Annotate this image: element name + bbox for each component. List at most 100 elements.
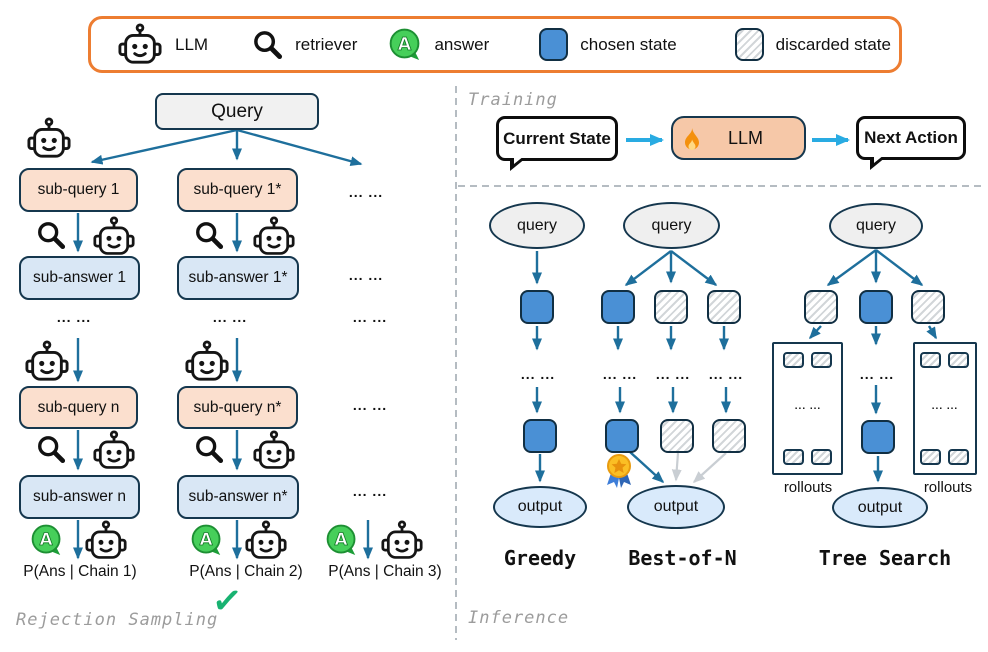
robot-icon (26, 117, 72, 161)
tree-dots: ... ... (859, 366, 895, 382)
sub-answer-n-node: sub-answer n (19, 475, 140, 519)
best-discarded-state (707, 290, 741, 324)
robot-icon (92, 216, 136, 258)
rollout-discarded-state (948, 449, 969, 465)
legend-box: LLM retriever answer chosen state discar… (88, 16, 902, 73)
legend-label-chosen: chosen state (580, 34, 677, 54)
sub-query-1s-node: sub-query 1* (177, 168, 298, 212)
training-llm-text: LLM (727, 127, 763, 148)
best-dots: ... ... (708, 366, 744, 382)
current-state-bubble: Current State (496, 116, 618, 171)
rejection-arrows (73, 128, 373, 560)
prob-chain-1: P(Ans | Chain 1) (23, 563, 137, 580)
rollout-discarded-state (811, 449, 832, 465)
robot-icon (252, 430, 296, 472)
magnifier-icon (194, 220, 224, 250)
magnifier-icon (36, 434, 66, 464)
medal-icon (604, 453, 634, 489)
legend-label-answer: answer (434, 34, 490, 54)
robot-icon (244, 520, 288, 562)
rollouts-label-left: rollouts (783, 479, 833, 496)
sub-query-ns-node: sub-query n* (177, 386, 298, 429)
robot-icon (252, 216, 296, 258)
section-dividers (455, 86, 986, 640)
best-output-ellipse: output (627, 485, 725, 529)
magnifier-icon (194, 434, 224, 464)
rollout-discarded-state (783, 449, 804, 465)
legend-item-retriever: retriever (252, 29, 357, 60)
tree-search-label: Tree Search (818, 546, 952, 570)
greedy-output-ellipse: output (493, 486, 587, 528)
best-chosen-state (605, 419, 639, 453)
greedy-label: Greedy (503, 546, 577, 570)
legend-item-discarded: discarded state (734, 28, 891, 61)
best-of-n-label: Best-of-N (628, 546, 737, 570)
query-node: Query (155, 93, 319, 130)
robot-icon (184, 340, 230, 384)
fire-icon (682, 127, 702, 153)
rollout-discarded-state (948, 352, 969, 368)
greedy-query-ellipse: query (489, 202, 585, 249)
sub-query-1-node: sub-query 1 (19, 168, 138, 212)
best-discarded-state (654, 290, 688, 324)
best-dots: ... ... (602, 366, 638, 382)
sub-answer-ns-node: sub-answer n* (177, 475, 299, 519)
llm-robot-icon (117, 23, 163, 67)
rollout-dots: ... ... (794, 401, 822, 412)
chain3-dots: ... ... (348, 184, 384, 200)
tree-output-ellipse: output (832, 487, 928, 528)
rollout-discarded-state (920, 352, 941, 368)
best-query-ellipse: query (623, 202, 720, 249)
robot-icon (92, 430, 136, 472)
greedy-chosen-state (520, 290, 554, 324)
sub-answer-1-node: sub-answer 1 (19, 256, 140, 300)
best-dots: ... ... (655, 366, 691, 382)
prob-chain-3: P(Ans | Chain 3) (328, 563, 442, 580)
rollout-discarded-state (920, 449, 941, 465)
best-of-n-discarded-arrows (671, 452, 727, 484)
answer-icon (191, 524, 223, 556)
best-discarded-state (660, 419, 694, 453)
legend-label-retriever: retriever (295, 34, 358, 54)
current-state-text: Current State (503, 128, 611, 148)
robot-icon (24, 340, 70, 384)
next-action-bubble: Next Action (856, 116, 966, 170)
rollouts-label-right: rollouts (923, 479, 973, 496)
rollout-dots: ... ... (931, 401, 959, 412)
retriever-magnifier-icon (252, 29, 283, 60)
legend-item-llm: LLM (117, 23, 208, 67)
inference-label: Inference (468, 608, 570, 628)
robot-icon (84, 520, 128, 562)
chain1-dots: ... ... (56, 309, 92, 325)
next-action-text: Next Action (864, 128, 958, 147)
tree-search-arrows (808, 249, 938, 483)
chosen-state-swatch (539, 28, 569, 61)
rejection-sampling-label: Rejection Sampling (16, 610, 219, 630)
chain3-dots: ... ... (352, 309, 388, 325)
sub-query-n-node: sub-query n (19, 386, 138, 429)
chain3-dots: ... ... (348, 267, 384, 283)
tree-query-ellipse: query (829, 203, 923, 249)
legend-label-llm: LLM (175, 34, 209, 54)
tree-chosen-state (859, 290, 893, 324)
greedy-dots: ... ... (520, 366, 556, 382)
tree-discarded-state (911, 290, 945, 324)
tree-chosen-state (861, 420, 895, 454)
legend-label-discarded: discarded state (775, 34, 891, 54)
legend-item-answer: answer (389, 28, 489, 61)
answer-icon (31, 524, 63, 556)
answer-icon (389, 28, 422, 61)
rollout-discarded-state (783, 352, 804, 368)
rollout-discarded-state (811, 352, 832, 368)
chain2-dots: ... ... (212, 309, 248, 325)
greedy-arrows (532, 251, 545, 483)
sub-answer-1s-node: sub-answer 1* (177, 256, 299, 300)
chain3-dots: ... ... (352, 397, 388, 413)
robot-icon (380, 520, 424, 562)
greedy-chosen-state (523, 419, 557, 453)
legend-item-chosen: chosen state (539, 28, 677, 61)
discarded-state-swatch (734, 28, 764, 61)
answer-icon (326, 524, 358, 556)
